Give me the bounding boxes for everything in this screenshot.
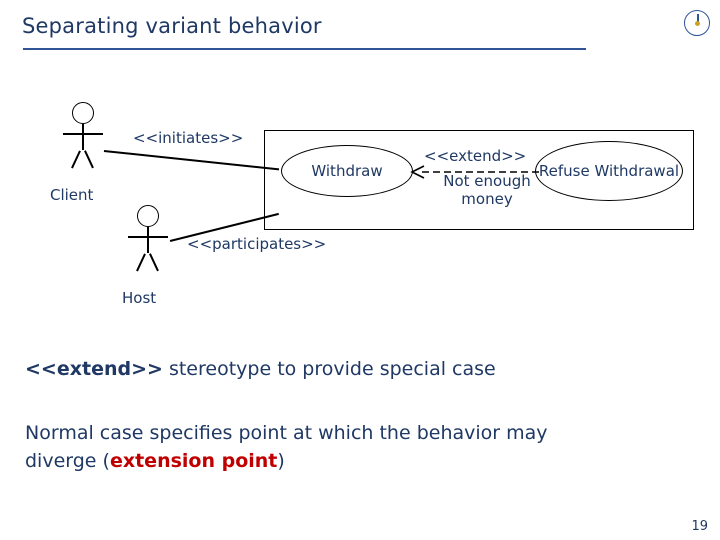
note-line-2c: ) (277, 449, 285, 472)
association-label-initiates: <<initiates>> (133, 129, 244, 147)
actor-body-icon (82, 124, 84, 150)
actor-host (123, 205, 173, 275)
actor-body-icon (147, 227, 149, 253)
extend-condition-label: Not enough money (443, 172, 531, 208)
note-line-2b: diverge ( (25, 449, 110, 472)
title-underline (23, 48, 586, 50)
actor-leg-left-icon (71, 150, 81, 169)
circle-clock-logo-icon (684, 10, 710, 36)
actor-arms-icon (63, 133, 103, 135)
usecase-refuse-withdrawal: Refuse Withdrawal (535, 141, 683, 201)
actor-leg-right-icon (149, 253, 159, 272)
extend-stereotype-label: <<extend>> (424, 147, 527, 165)
logo-tick (697, 14, 699, 22)
actor-leg-right-icon (84, 150, 94, 169)
usecase-refuse-withdrawal-label: Refuse Withdrawal (538, 161, 680, 180)
actor-arms-icon (128, 236, 168, 238)
actor-head-icon (137, 205, 159, 227)
usecase-withdraw: Withdraw (281, 145, 413, 197)
actor-head-icon (72, 102, 94, 124)
note-line-2a: Normal case specifies point at which the… (25, 422, 548, 444)
note-line-1-keyword: <<extend>> (25, 358, 163, 380)
actor-host-label: Host (122, 289, 157, 307)
extend-dependency-arrow (410, 165, 540, 179)
actor-leg-left-icon (136, 253, 146, 272)
usecase-withdraw-label: Withdraw (311, 161, 383, 180)
logo-dot (694, 20, 700, 26)
note-line-1-text: stereotype to provide special case (162, 358, 496, 380)
actor-client (58, 102, 108, 172)
system-boundary-box (264, 130, 694, 230)
note-extension-point-keyword: extension point (109, 449, 278, 472)
page-number: 19 (691, 519, 708, 534)
page-title: Separating variant behavior (22, 14, 322, 38)
note-line-2b-wrap: diverge (extension point) (25, 448, 665, 476)
association-line-client-withdraw (103, 150, 280, 170)
association-label-participates: <<participates>> (187, 235, 327, 253)
note-line-2: Normal case specifies point at which the… (25, 420, 665, 475)
note-line-1: <<extend>> stereotype to provide special… (25, 356, 496, 384)
actor-client-label: Client (50, 186, 94, 204)
